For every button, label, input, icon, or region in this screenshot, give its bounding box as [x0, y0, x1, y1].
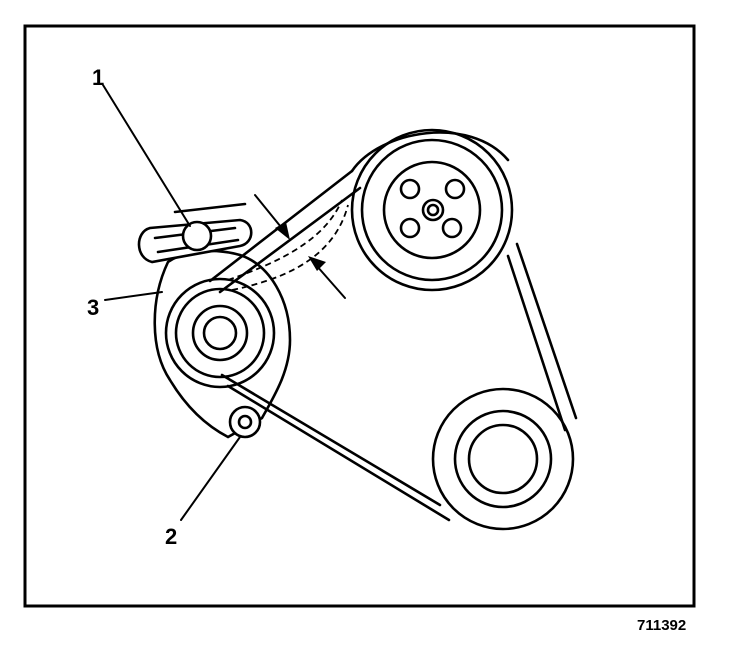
- crankshaft-pulley-bolt-hole: [444, 178, 466, 200]
- adjuster-bolt: [181, 220, 213, 252]
- crankshaft-pulley-bolt-hole: [399, 217, 421, 239]
- pivot-bolt-center: [237, 414, 253, 430]
- drive-belt: [220, 373, 451, 522]
- crankshaft-pulley-center-bolt-inner: [426, 203, 440, 217]
- crankshaft-pulley-ring1: [360, 138, 504, 282]
- leader-line-1: [102, 84, 191, 227]
- deflection-arrow-head: [275, 222, 290, 240]
- drive-belt: [506, 242, 578, 432]
- idler-pulley-mid: [174, 287, 266, 379]
- idler-pulley-hub: [191, 304, 249, 362]
- accessory-pulley-outer: [431, 387, 575, 531]
- diagram-frame: [23, 24, 696, 608]
- leader-line-2: [180, 436, 241, 521]
- belt-deflection-dashed: [231, 204, 349, 291]
- callout-1: 1: [92, 65, 104, 90]
- figure-number: 711392: [637, 617, 686, 634]
- accessory-pulley-ring2: [467, 423, 539, 495]
- crankshaft-pulley-center-bolt: [421, 198, 445, 222]
- crankshaft-pulley-bolt-hole: [399, 178, 421, 200]
- idler-pulley-outer: [164, 277, 276, 389]
- callout-2: 2: [165, 524, 177, 549]
- crankshaft-pulley-outer: [350, 128, 514, 292]
- deflection-arrow-line: [315, 264, 346, 299]
- adjuster-arm-upper: [173, 202, 247, 214]
- deflection-arrow-head: [308, 256, 326, 271]
- idler-pulley-center: [202, 315, 238, 351]
- callout-3: 3: [87, 295, 99, 320]
- drive-belt-top: [350, 131, 510, 173]
- pivot-bolt: [228, 405, 262, 439]
- crankshaft-pulley-bolt-hole: [441, 217, 463, 239]
- accessory-pulley-ring1: [453, 409, 553, 509]
- crankshaft-pulley-ring2: [382, 160, 482, 260]
- leader-line-3: [104, 291, 163, 301]
